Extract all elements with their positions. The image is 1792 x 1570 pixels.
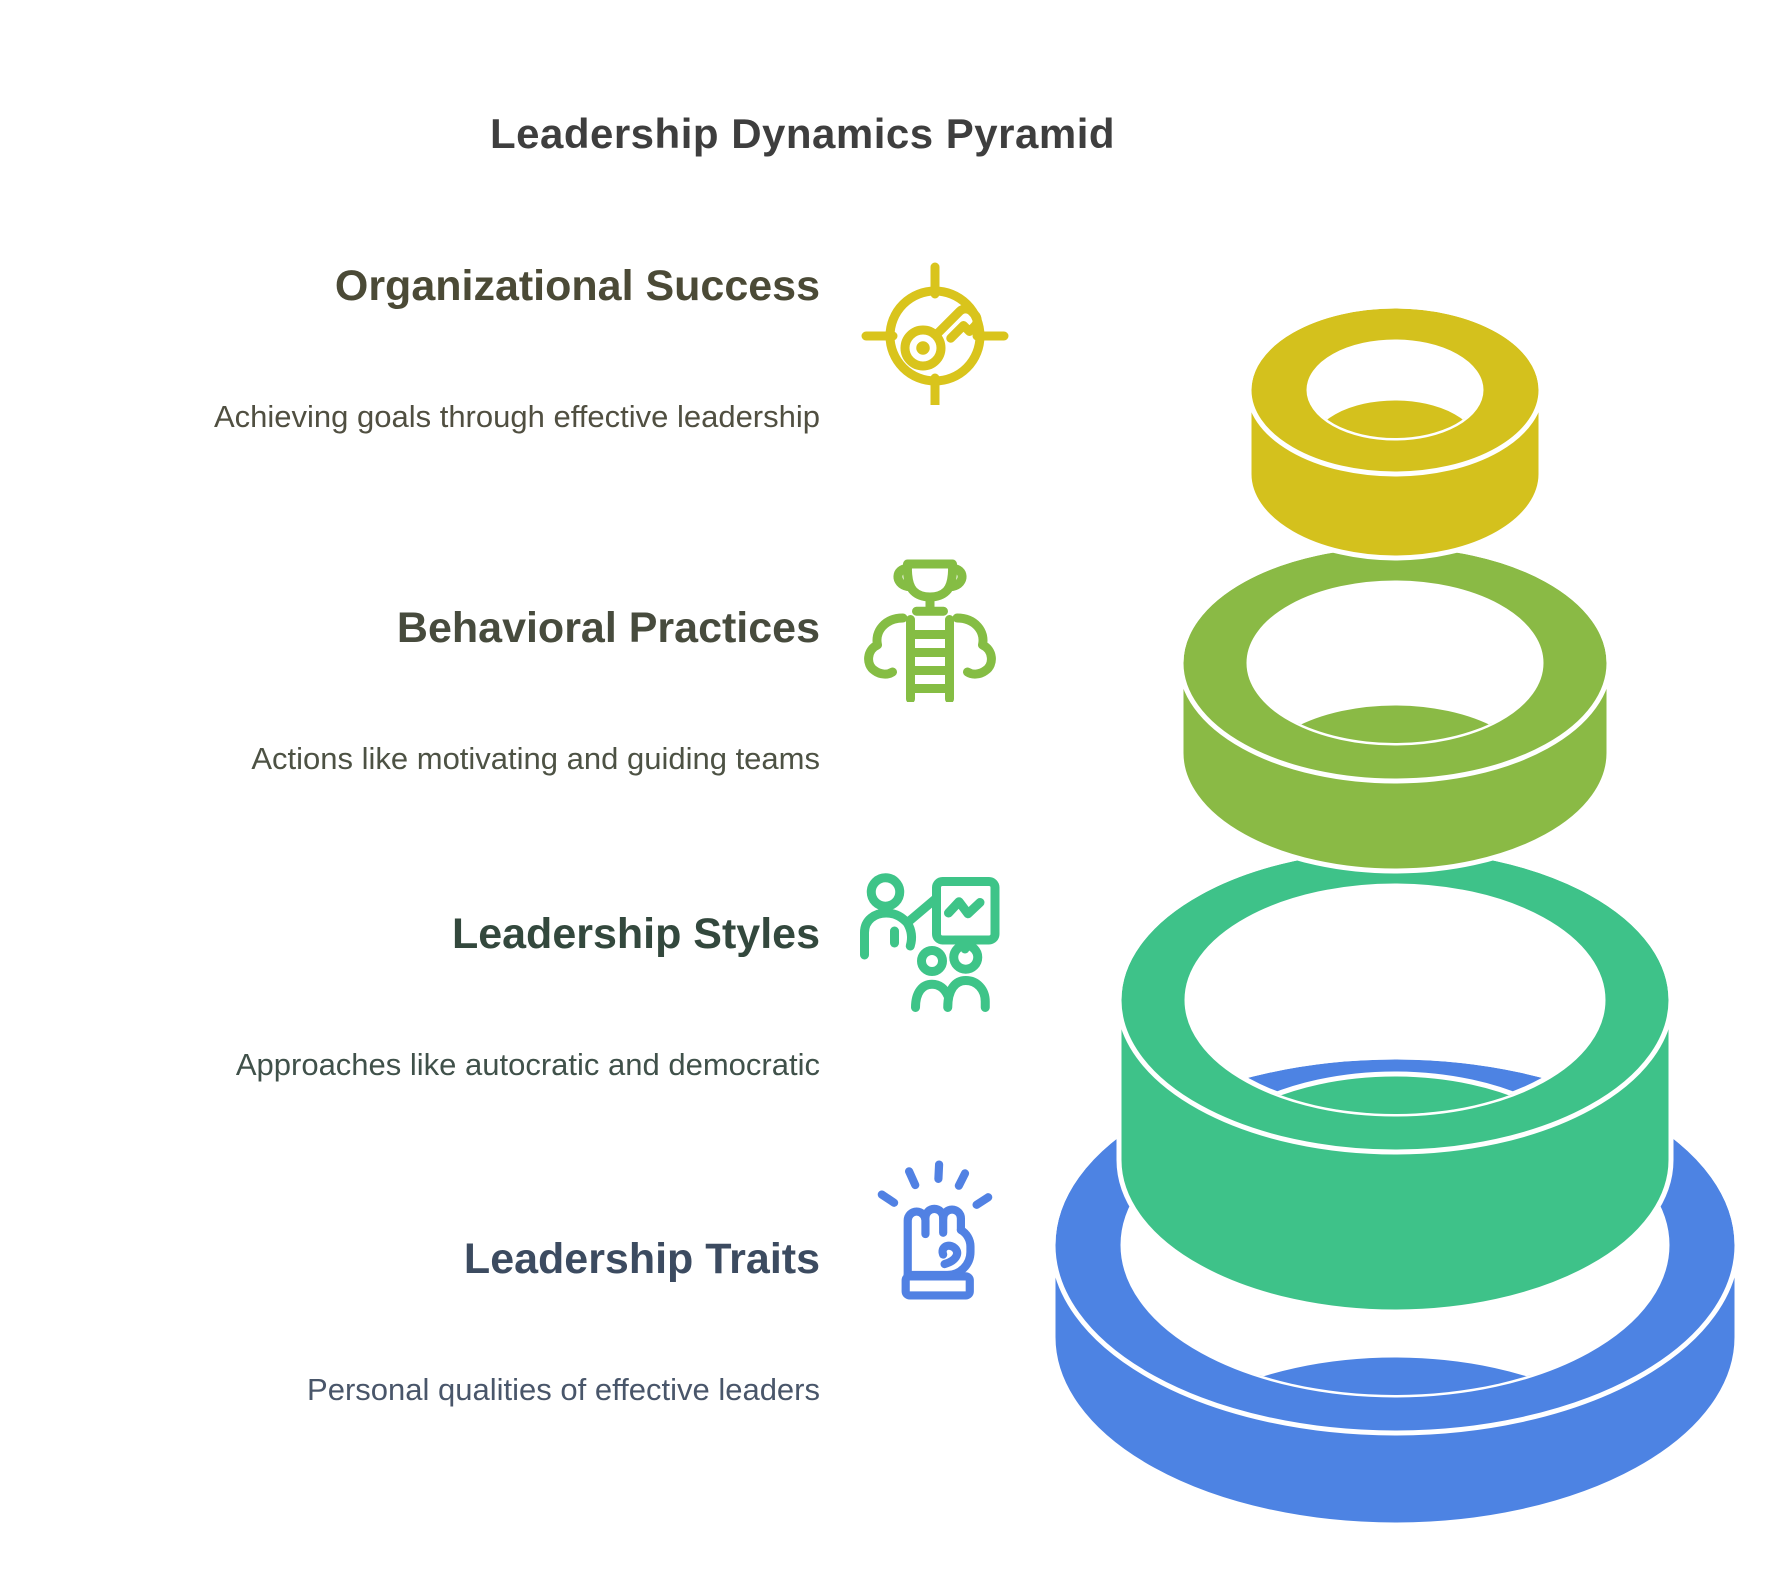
section-subtitle-leadership-styles: Approaches like autocratic and democrati… xyxy=(235,1047,820,1082)
presenter-board-icon xyxy=(857,862,1007,1012)
section-subtitle-organizational-success: Achieving goals through effective leader… xyxy=(213,399,820,434)
ladder-trophy-icon xyxy=(855,552,1005,702)
section-subtitle-behavioral-practices: Actions like motivating and guiding team… xyxy=(251,741,820,776)
raised-fist-icon xyxy=(860,1155,1010,1305)
pyramid-ring-leadership-styles xyxy=(1116,845,1674,1315)
section-subtitle-leadership-traits: Personal qualities of effective leaders xyxy=(307,1372,820,1407)
section-title-organizational-success: Organizational Success xyxy=(334,262,820,310)
pyramid-ring-behavioral-practices xyxy=(1178,542,1612,874)
pyramid-ring-organizational-success xyxy=(1246,303,1544,561)
section-title-leadership-styles: Leadership Styles xyxy=(451,910,820,958)
section-title-behavioral-practices: Behavioral Practices xyxy=(396,604,820,652)
section-title-leadership-traits: Leadership Traits xyxy=(463,1235,820,1283)
target-key-icon xyxy=(860,255,1010,405)
page-title: Leadership Dynamics Pyramid xyxy=(489,110,1116,157)
